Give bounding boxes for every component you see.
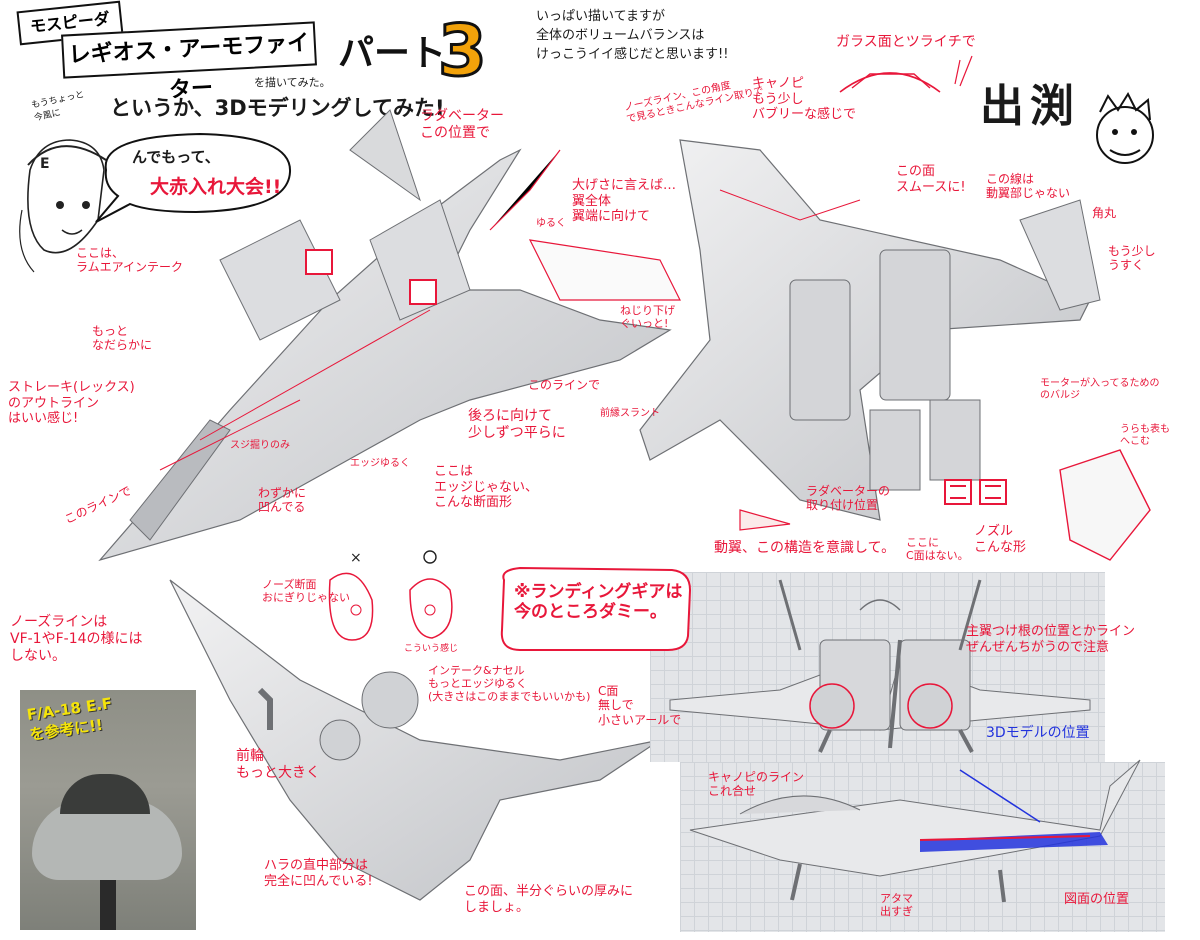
ann-nose-line-vf: ノーズラインは VF-1やF-14の様には しない。 <box>10 614 143 664</box>
ann-leading-edge: 前縁スラント <box>600 408 660 419</box>
ann-this-line-1: このラインで <box>62 483 134 527</box>
part-logo-number: 3 <box>437 9 489 94</box>
reference-photo <box>20 690 196 930</box>
ann-canopy-bubbly: キャノピ もう少し バブリーな感じで <box>752 76 857 123</box>
ann-slight-dent: わずかに 凹んでる <box>258 486 307 515</box>
drew-note: を描いてみた。 <box>254 76 331 89</box>
ann-inside-outside: うらも表も へこむ <box>1120 424 1170 447</box>
ann-head-out: アタマ 出すぎ <box>880 892 913 919</box>
photo-gear <box>100 880 116 930</box>
ann-thinner: もう少し うすく <box>1108 244 1156 273</box>
ann-nose-line: ノーズライン、この角度 で見るときこんなライン取りで <box>623 80 765 126</box>
ann-motor-bulge: モーターが入ってるための のバルジ <box>1040 378 1160 401</box>
bubble-line-2: 大赤入れ大会!! <box>150 176 282 198</box>
ann-no-face-here: ここに C面はない。 <box>906 536 969 563</box>
svg-text:×: × <box>350 550 362 566</box>
photo-canopy <box>60 774 150 814</box>
part-logo-text: パート <box>338 33 447 74</box>
ann-yuru: ゆるく <box>536 218 566 229</box>
main-line: というか、3Dモデリングしてみた! <box>110 96 445 120</box>
side-note: もうちょっと今風に <box>30 89 86 124</box>
ann-belly: ハラの直中部分は 完全に凹んでいる! <box>264 858 373 889</box>
ann-ram-air: ここは、 ラムエアインテーク <box>76 246 184 275</box>
ann-glass-faces: ガラス面とツライチで <box>836 34 976 50</box>
ann-moving-wing-line: この線は 動翼部じゃない <box>986 172 1071 201</box>
ann-radar: ラダベーター この位置で <box>420 108 504 141</box>
ann-rear-flat: 後ろに向けて 少しずつ平らに <box>468 408 566 441</box>
ann-round-corner: 角丸 <box>1092 206 1117 220</box>
ann-moving-wing-structure: 動翼、この構造を意識して。 <box>714 540 896 556</box>
bubble-line-1: んでもって、 <box>132 148 220 166</box>
ann-no-c-face: C面 無しで 小さいアールで <box>598 684 682 727</box>
ann-this-line-2: このラインで <box>528 378 601 392</box>
ann-main-wing-root: 主翼つけ根の位置とかライン ぜんぜんちがうので注意 <box>966 624 1136 655</box>
ann-canopy-line: キャノピのライン これ合せ <box>708 770 805 799</box>
ann-cross-section-pos: 図面の位置 <box>1064 892 1130 907</box>
ann-strake: ストレーキ(レックス) のアウトライン はいい感じ! <box>8 380 135 427</box>
ann-not-edge: ここは エッジじゃない、 こんな断面形 <box>434 464 539 511</box>
ann-edge-soft: エッジゆるく <box>350 458 410 469</box>
ann-smoother: もっと なだらかに <box>92 324 153 353</box>
ann-half-thickness: この面、半分ぐらいの厚みに しましょ。 <box>464 884 634 915</box>
ann-twist: ねじり下げ ぐいっと! <box>620 304 675 331</box>
ann-suji: スジ掘りのみ <box>230 440 290 451</box>
ann-radar-mount: ラダベーターの 取り付け位置 <box>806 484 891 513</box>
ann-front-wheel: 前輪 もっと大きく <box>236 748 320 781</box>
signature: 出渕 <box>980 81 1080 132</box>
landing-gear-note: ※ランディングギアは 今のところダミー。 <box>514 582 683 623</box>
ann-nozzle: ノズル こんな形 <box>974 524 1027 555</box>
ann-intake-nacelle: インテーク&ナセル もっとエッジゆるく (大きさはこのままでもいいかも) <box>428 664 591 704</box>
svg-text:E: E <box>40 156 50 172</box>
part-logo: パート 3 <box>338 9 490 94</box>
ann-nose-section: ノーズ断面 おにぎりじゃない <box>262 578 350 605</box>
ann-exaggerate: 大げさに言えば… 翼全体 翼端に向けて <box>572 178 677 225</box>
ann-like-this: こういう感じ <box>404 644 459 654</box>
ann-model-position: 3Dモデルの位置 <box>986 725 1090 741</box>
top-note: いっぱい描いてますが 全体のボリュームバランスは けっこうイイ感じだと思います!… <box>536 9 729 62</box>
ann-surface-smooth: この面 スムースに! <box>896 164 966 195</box>
